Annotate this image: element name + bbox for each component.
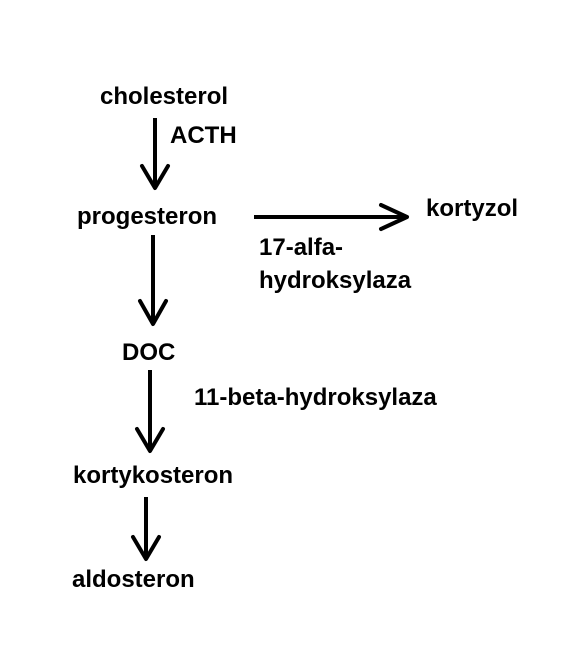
arrow-progesteron-to-doc — [138, 235, 168, 326]
node-aldosteron: aldosteron — [72, 566, 195, 593]
node-cholesterol: cholesterol — [100, 83, 228, 110]
edge-label-11-beta-hydroksylaza: 11-beta-hydroksylaza — [194, 384, 437, 411]
arrow-cholesterol-to-progesteron — [140, 118, 170, 190]
arrow-progesteron-to-kortyzol — [254, 203, 409, 231]
edge-label-17-alfa-hydroksylaza-line1: 17-alfa- — [259, 234, 343, 261]
arrow-doc-to-kortykosteron — [135, 370, 165, 453]
edge-label-acth: ACTH — [170, 122, 237, 149]
node-progesteron: progesteron — [77, 203, 217, 230]
edge-label-17-alfa-hydroksylaza-line2: hydroksylaza — [259, 267, 412, 294]
node-kortyzol: kortyzol — [426, 195, 518, 222]
arrow-kortykosteron-to-aldosteron — [131, 497, 161, 561]
node-doc: DOC — [122, 339, 175, 366]
node-kortykosteron: kortykosteron — [73, 462, 233, 489]
